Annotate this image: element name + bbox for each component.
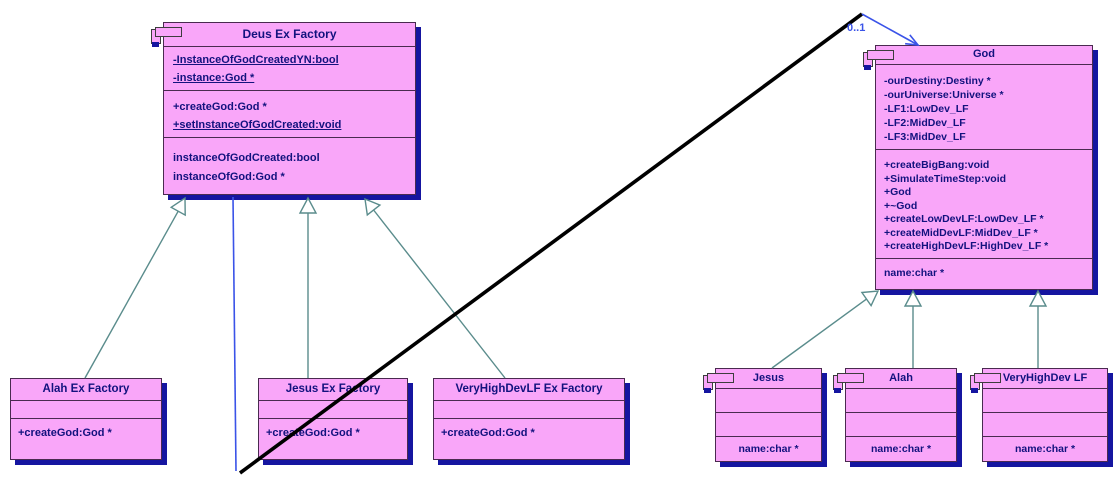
properties-compartment: name:char * [983, 437, 1107, 464]
inheritance-alahex-to-deus [84, 196, 186, 379]
operation: +SimulateTimeStep:void [884, 172, 1007, 185]
attribute: -LF2:MidDev_LF [884, 117, 966, 129]
inheritance-vhd-to-god [1028, 289, 1048, 368]
class-box-jesus: Jesus name:char * [703, 368, 822, 464]
operation: +~God [884, 199, 918, 212]
attribute: -LF3:MidDev_LF [884, 131, 966, 143]
operations-compartment [846, 413, 956, 437]
class-box-god: God -ourDestiny:Destiny * -ourUniverse:U… [863, 45, 1093, 290]
inheritance-vhdex-to-deus [364, 197, 506, 379]
operation: +createGod:God * [173, 101, 267, 113]
class-title: God [876, 46, 1092, 65]
operation: +createMidDevLF:MidDev_LF * [884, 226, 1038, 239]
class-box-alah-ex-factory: Alah Ex Factory +createGod:God * [10, 378, 162, 460]
attributes-compartment: -ourDestiny:Destiny * -ourUniverse:Unive… [876, 65, 1092, 150]
attribute: -InstanceOfGodCreatedYN:bool [173, 54, 339, 66]
class-icon [151, 27, 183, 47]
attributes-compartment: -InstanceOfGodCreatedYN:bool -instance:G… [164, 47, 415, 91]
operations-compartment: +createGod:God * +setInstanceOfGodCreate… [164, 91, 415, 138]
attributes-compartment [11, 401, 161, 419]
operation: +createGod:God * [266, 427, 360, 439]
property: name:char * [870, 443, 932, 455]
class-box-veryhighdevlf-ex-factory: VeryHighDevLF Ex Factory +createGod:God … [433, 378, 625, 460]
class-box-veryhighdev-lf: VeryHighDev LF name:char * [970, 368, 1108, 464]
operation: +God [884, 186, 912, 198]
class-title: VeryHighDev LF [983, 369, 1107, 389]
property: name:char * [738, 443, 799, 455]
operation: +setInstanceOfGodCreated:void [173, 119, 342, 131]
association-arrow-to-god [861, 13, 920, 46]
class-box-alah: Alah name:char * [833, 368, 957, 464]
property: name:char * [1014, 443, 1076, 455]
property: name:char * [884, 267, 945, 279]
class-icon [833, 373, 865, 393]
inheritance-jesus-to-god [771, 290, 880, 369]
class-icon [703, 373, 735, 393]
operation: +createGod:God * [441, 427, 535, 439]
operation: +createHighDevLF:HighDev_LF * [884, 240, 1049, 252]
property: instanceOfGod:God * [173, 171, 285, 183]
attributes-compartment [434, 401, 624, 419]
class-box-deus-ex-factory: Deus Ex Factory -InstanceOfGodCreatedYN:… [151, 22, 416, 195]
attributes-compartment [846, 389, 956, 413]
operation: +createGod:God * [18, 427, 112, 439]
operations-compartment [716, 413, 821, 437]
attributes-compartment [983, 389, 1107, 413]
class-title: Alah [846, 369, 956, 389]
properties-compartment: name:char * [846, 437, 956, 464]
class-icon [863, 50, 895, 70]
attributes-compartment [259, 401, 407, 419]
class-box-jesus-ex-factory: Jesus Ex Factory +createGod:God * [258, 378, 408, 460]
class-title: Alah Ex Factory [11, 379, 161, 401]
operations-compartment: +createGod:God * [259, 419, 407, 458]
inheritance-alah-to-god [903, 289, 923, 368]
operations-compartment: +createGod:God * [434, 419, 624, 458]
class-title: Deus Ex Factory [164, 23, 415, 47]
association-multiplicity-label: 0..1 [847, 22, 866, 34]
operation: +createLowDevLF:LowDev_LF * [884, 213, 1044, 225]
operation: +createBigBang:void [884, 159, 990, 171]
class-title: Jesus Ex Factory [259, 379, 407, 401]
class-icon [970, 373, 1002, 393]
property: instanceOfGodCreated:bool [173, 152, 320, 164]
properties-compartment: name:char * [876, 259, 1092, 288]
operations-compartment: +createBigBang:void +SimulateTimeStep:vo… [876, 150, 1092, 259]
operations-compartment [983, 413, 1107, 437]
attribute: -LF1:LowDev_LF [884, 103, 969, 115]
class-title: VeryHighDevLF Ex Factory [434, 379, 624, 401]
attribute: -instance:God * [173, 72, 255, 84]
properties-compartment: instanceOfGodCreated:bool instanceOfGod:… [164, 138, 415, 194]
association-segment-vertical [232, 196, 237, 472]
inheritance-jesusex-to-deus [298, 196, 318, 378]
operations-compartment: +createGod:God * [11, 419, 161, 458]
attribute: -ourUniverse:Universe * [884, 89, 1004, 101]
properties-compartment: name:char * [716, 437, 821, 464]
attribute: -ourDestiny:Destiny * [884, 75, 991, 87]
